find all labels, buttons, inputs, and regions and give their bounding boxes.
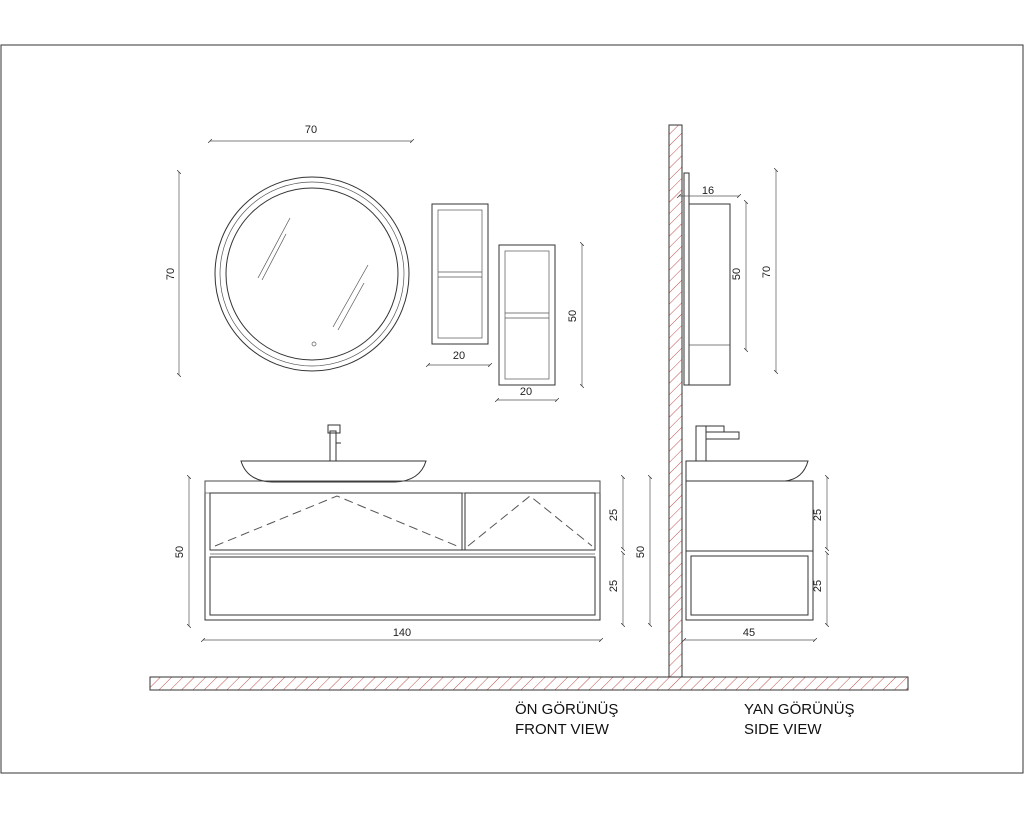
vanity-upper-height-dimension: 25 — [608, 477, 623, 549]
wall-section — [668, 124, 683, 678]
side-upper-height-label: 25 — [812, 509, 824, 521]
side-mirror-height-dimension: 70 — [761, 170, 776, 372]
shelf-large — [498, 244, 556, 386]
shelf-large-width-label: 20 — [520, 386, 532, 398]
vanity-upper-height-label: 25 — [608, 509, 620, 521]
shelf-small-width-label: 20 — [453, 350, 465, 362]
side-view-caption-en: SIDE VIEW — [744, 721, 822, 738]
vanity-height-right-dimension: 50 — [635, 477, 650, 625]
vanity-cabinet-side — [685, 480, 814, 621]
front-view-caption-tr: ÖN GÖRÜNÜŞ — [515, 700, 618, 718]
vanity-height-left-dimension: 50 — [174, 477, 189, 626]
side-cabinet-height-dimension: 50 — [731, 202, 746, 350]
shelf-small — [431, 203, 489, 345]
side-mirror-depth-label: 16 — [702, 185, 714, 197]
basin-front — [240, 424, 427, 483]
side-cabinet-height-label: 50 — [731, 268, 743, 280]
vanity-lower-height-label: 25 — [608, 580, 620, 592]
floor-section — [149, 676, 909, 691]
vanity-width-label: 140 — [393, 627, 411, 639]
basin-side — [685, 425, 809, 482]
shelf-large-height-label: 50 — [567, 310, 579, 322]
vanity-lower-height-dimension: 25 — [608, 553, 623, 625]
side-lower-height-label: 25 — [812, 580, 824, 592]
vanity-height-left-label: 50 — [174, 546, 186, 558]
side-depth-dimension: 45 — [684, 627, 815, 640]
drawing-frame — [0, 44, 1024, 774]
mirror-height-label: 70 — [165, 268, 177, 280]
side-upper-height-dimension: 25 — [812, 477, 827, 549]
front-view-caption-en: FRONT VIEW — [515, 721, 610, 738]
shelf-large-width-dimension: 20 — [497, 386, 557, 400]
side-view-caption-tr: YAN GÖRÜNÜŞ — [744, 700, 855, 718]
vanity-width-dimension: 140 — [203, 627, 601, 640]
vanity-height-right-label: 50 — [635, 546, 647, 558]
shelf-large-height-dimension: 50 — [567, 244, 582, 386]
vanity-cabinet-front — [204, 480, 601, 621]
round-mirror — [214, 176, 410, 372]
side-mirror-height-label: 70 — [761, 266, 773, 278]
mirror-side — [683, 172, 731, 386]
shelf-small-width-dimension: 20 — [428, 350, 490, 365]
mirror-width-label: 70 — [305, 124, 317, 136]
side-depth-label: 45 — [743, 627, 755, 639]
side-lower-height-dimension: 25 — [812, 553, 827, 625]
mirror-height-dimension: 70 — [165, 172, 179, 375]
side-mirror-depth-dimension: 16 — [679, 185, 739, 197]
mirror-width-dimension: 70 — [210, 124, 412, 141]
